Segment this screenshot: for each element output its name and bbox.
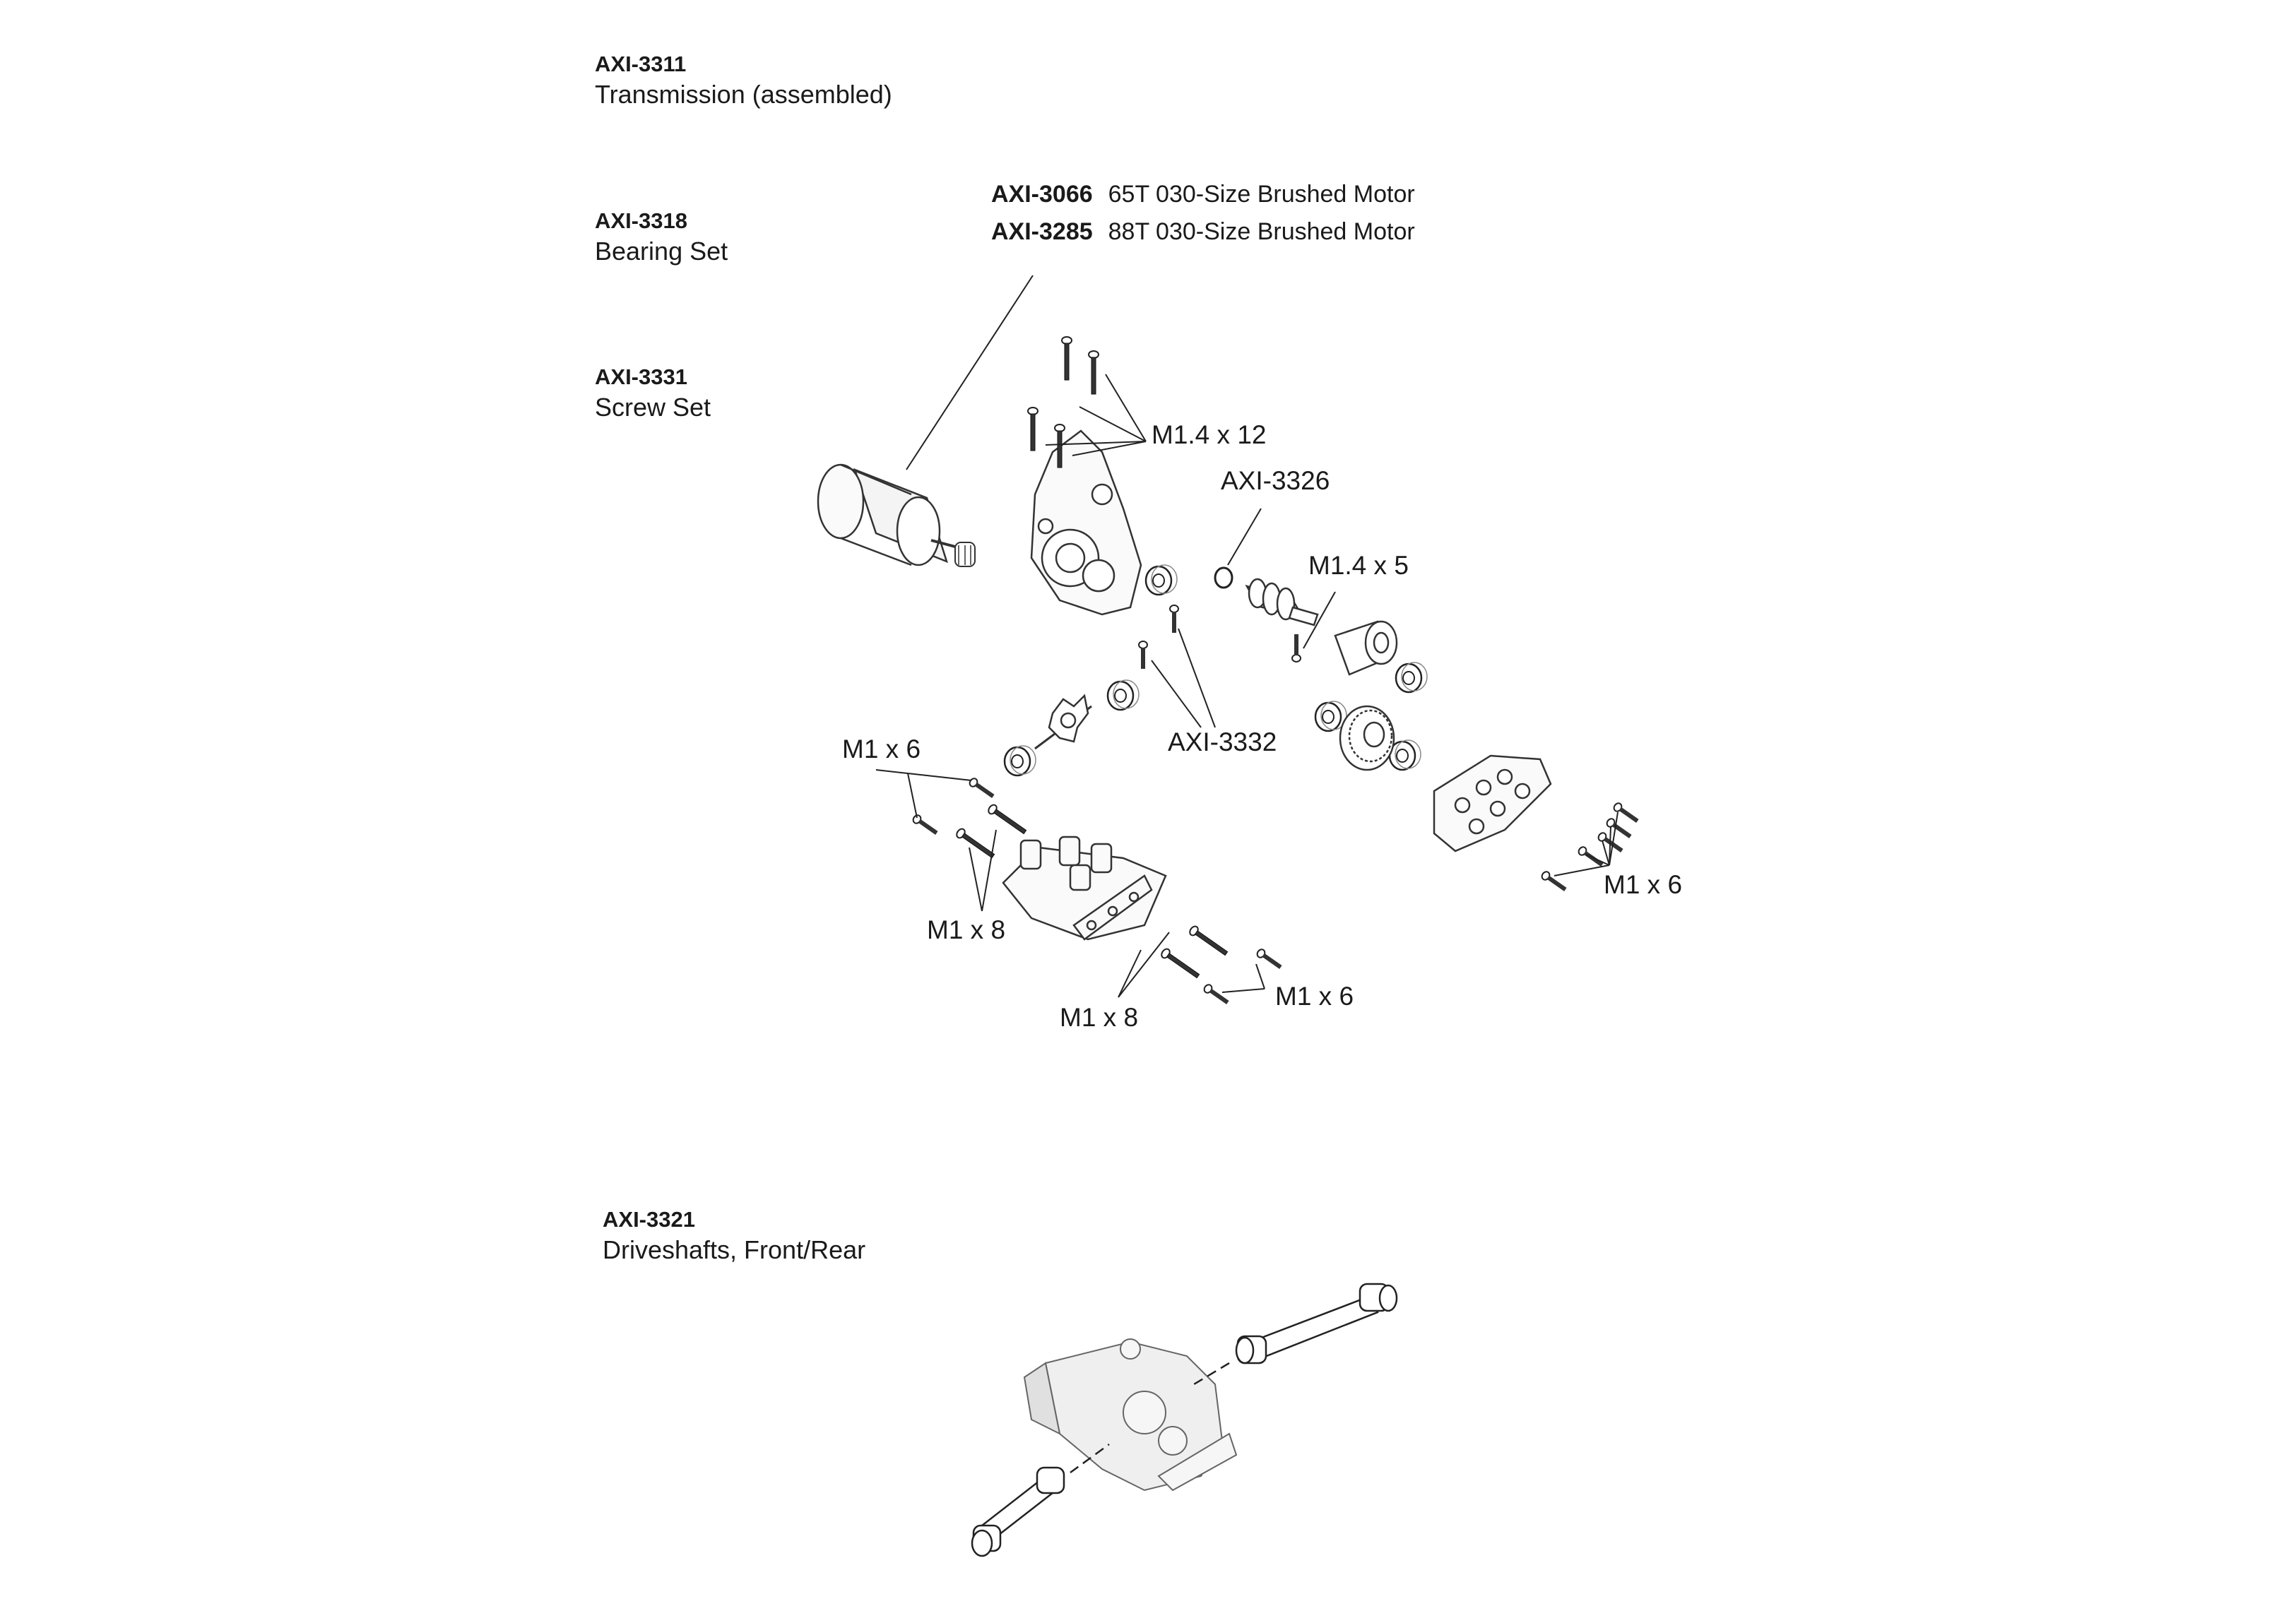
motor-code: AXI-3285 [991, 218, 1093, 245]
part-code: AXI-3331 [595, 364, 687, 389]
part-code: AXI-3311 [595, 52, 687, 76]
motor-label: 65T 030-Size Brushed Motor [1108, 181, 1415, 208]
rear-shaft-dashline [1070, 1443, 1110, 1474]
pinion-gear [1334, 620, 1398, 676]
part-code: AXI-3318 [595, 208, 687, 233]
front-shaft-dashline [1193, 1362, 1230, 1386]
bearing-right3 [1388, 739, 1422, 771]
leader-m1x8-left [969, 829, 997, 912]
leader-m1x6-left [875, 769, 972, 819]
bearing-right1 [1395, 661, 1428, 694]
bearing-set-header: AXI-3318 Bearing Set [595, 208, 728, 267]
callout-m14x12: M1.4 x 12 [1152, 420, 1267, 449]
bearing-left [1003, 744, 1037, 777]
callout-m1x6-left: M1 x 6 [842, 735, 921, 763]
leader-m1x8-bottom [1118, 932, 1170, 998]
side-cover [1433, 754, 1552, 852]
motor-leader-line [906, 275, 1034, 470]
bearing-top [1144, 564, 1178, 596]
motor-row-88t: AXI-3285 88T 030-Size Brushed Motor [991, 218, 1415, 246]
screws-m1x6-left [911, 776, 997, 838]
screws-m1x6-right [1539, 801, 1641, 894]
screws-axi-3332 [1138, 605, 1179, 670]
leader-m1x6-right [1554, 812, 1619, 876]
leader-m14x12 [1045, 374, 1147, 456]
rear-driveshaft [971, 1466, 1065, 1557]
callout-m14x5: M1.4 x 5 [1308, 551, 1409, 580]
leader-m14x5 [1303, 591, 1336, 649]
bearing-mid [1106, 679, 1140, 711]
gearbox-housing [1030, 429, 1142, 616]
callout-m1x8-left: M1 x 8 [927, 915, 1006, 944]
screw-set-header: AXI-3331 Screw Set [595, 364, 711, 423]
screws-m1x8-bottom [1159, 924, 1230, 981]
front-driveshaft [1235, 1283, 1398, 1365]
part-code: AXI-3321 [603, 1207, 695, 1232]
motor [817, 463, 976, 567]
worm-shaft [1245, 578, 1319, 626]
screws-m1x8-left [954, 802, 1029, 861]
callout-m1x6-bottom: M1 x 6 [1275, 982, 1354, 1011]
leader-m1x6-bottom [1221, 963, 1265, 993]
motor-label: 88T 030-Size Brushed Motor [1108, 218, 1415, 245]
part-label: Driveshafts, Front/Rear [603, 1235, 866, 1264]
callout-m1x8-bottom: M1 x 8 [1060, 1003, 1139, 1032]
spur-gear [1339, 705, 1395, 771]
callout-m1x6-right: M1 x 6 [1604, 870, 1683, 899]
screw-m14x5 [1291, 634, 1301, 662]
leader-axi-3326 [1227, 508, 1262, 566]
part-label: Transmission (assembled) [595, 79, 892, 109]
assembled-transmission [1023, 1338, 1238, 1492]
o-ring [1214, 566, 1233, 589]
transmission-header: AXI-3311 Transmission (assembled) [595, 51, 892, 110]
leader-axi-3332 [1151, 628, 1216, 728]
part-label: Bearing Set [595, 236, 728, 266]
callout-axi-3332: AXI-3332 [1168, 727, 1277, 756]
motor-code: AXI-3066 [991, 181, 1093, 208]
motor-row-65t: AXI-3066 65T 030-Size Brushed Motor [991, 181, 1415, 208]
output-gear [1034, 694, 1092, 750]
driveshafts-header: AXI-3321 Driveshafts, Front/Rear [603, 1206, 865, 1266]
screws-m1x6-bottom [1202, 947, 1284, 1007]
part-label: Screw Set [595, 392, 711, 422]
lower-housing [1002, 836, 1167, 941]
callout-axi-3326: AXI-3326 [1221, 466, 1330, 495]
